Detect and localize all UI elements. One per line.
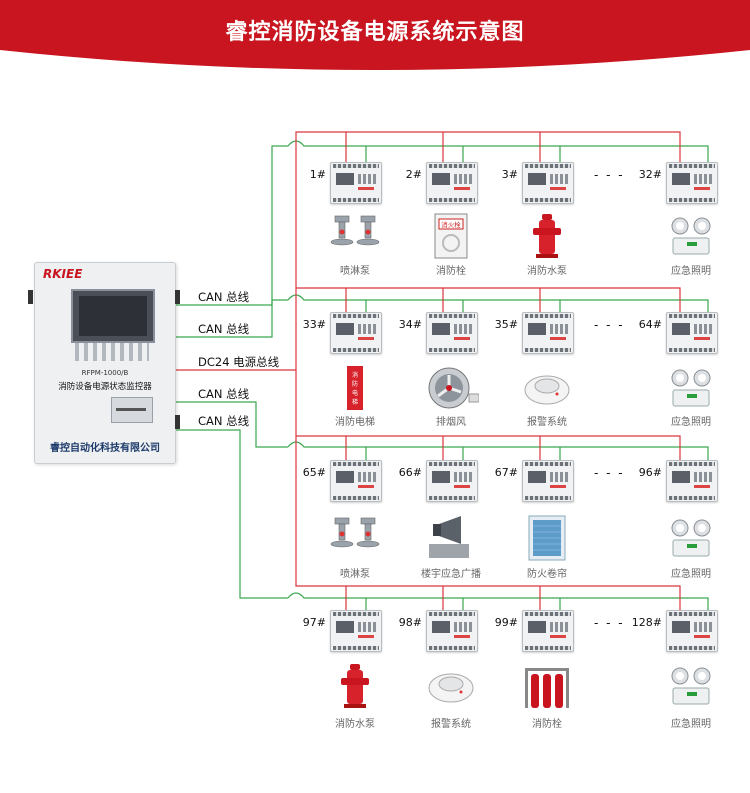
emergency-light-icon xyxy=(663,364,719,416)
module-number: 67# xyxy=(494,466,518,479)
device-label: 报警系统 xyxy=(431,719,471,730)
device-label: 消防电梯 xyxy=(335,417,375,428)
module-number: 3# xyxy=(501,168,518,181)
emergency-light-icon xyxy=(663,662,719,714)
red-hydrant-icon xyxy=(327,662,383,714)
panel-model: RFPM-1000/B xyxy=(81,369,129,377)
module-number: 1# xyxy=(309,168,326,181)
power-module-32 xyxy=(666,162,718,204)
module-number: 128# xyxy=(631,616,662,629)
device-label: 应急照明 xyxy=(671,266,711,277)
ellipsis: - - - xyxy=(594,466,625,480)
power-module-34 xyxy=(426,312,478,354)
broadcast-speaker-icon xyxy=(423,514,479,566)
module-number: 35# xyxy=(494,318,518,331)
power-module-66 xyxy=(426,460,478,502)
device-label: 喷淋泵 xyxy=(340,569,370,580)
device-label: 应急照明 xyxy=(671,417,711,428)
power-module-67 xyxy=(522,460,574,502)
ellipsis: - - - xyxy=(594,318,625,332)
module-number: 32# xyxy=(638,168,662,181)
power-module-2 xyxy=(426,162,478,204)
device-label: 报警系统 xyxy=(527,417,567,428)
svg-text:梯: 梯 xyxy=(352,398,358,406)
module-number: 2# xyxy=(405,168,422,181)
sprinkler-icon xyxy=(327,514,383,566)
device-label: 排烟风 xyxy=(436,417,466,428)
module-number: 96# xyxy=(638,466,662,479)
module-number: 34# xyxy=(398,318,422,331)
device-label: 消防水泵 xyxy=(527,266,567,277)
module-number: 99# xyxy=(494,616,518,629)
emergency-light-icon xyxy=(663,212,719,264)
power-module-33 xyxy=(330,312,382,354)
ellipsis: - - - xyxy=(594,168,625,182)
device-label: 喷淋泵 xyxy=(340,266,370,277)
device-label: 防火卷帘 xyxy=(527,569,567,580)
power-module-99 xyxy=(522,610,574,652)
panel-name: 消防设备电源状态监控器 xyxy=(58,382,152,392)
power-module-64 xyxy=(666,312,718,354)
power-module-98 xyxy=(426,610,478,652)
power-module-96 xyxy=(666,460,718,502)
fire-shutter-icon xyxy=(519,514,575,566)
power-module-3 xyxy=(522,162,574,204)
device-label: 应急照明 xyxy=(671,569,711,580)
power-module-97 xyxy=(330,610,382,652)
fire-elevator-sign-icon: 消防电梯 xyxy=(327,364,383,416)
can-bus-label: CAN 总线 xyxy=(198,322,250,336)
module-number: 97# xyxy=(302,616,326,629)
module-number: 66# xyxy=(398,466,422,479)
svg-text:消火栓: 消火栓 xyxy=(441,220,461,229)
module-number: 98# xyxy=(398,616,422,629)
keypad xyxy=(75,343,149,361)
module-number: 33# xyxy=(302,318,326,331)
device-label: 消防水泵 xyxy=(335,719,375,730)
panel-latch-icon xyxy=(28,290,33,304)
lcd-screen xyxy=(71,289,155,343)
red-hydrant-icon xyxy=(519,212,575,264)
monitor-panel: RKIEE RFPM-1000/B 消防设备电源状态监控器 睿控自动化科技有限公… xyxy=(34,262,176,464)
printer-icon xyxy=(111,397,153,423)
module-number: 64# xyxy=(638,318,662,331)
device-label: 消防栓 xyxy=(532,719,562,730)
device-label: 楼宇应急广播 xyxy=(421,569,481,580)
brand-logo: RKIEE xyxy=(43,267,83,281)
svg-text:防: 防 xyxy=(352,380,358,388)
power-module-35 xyxy=(522,312,574,354)
device-label: 消防栓 xyxy=(436,266,466,277)
can-bus-label: CAN 总线 xyxy=(198,387,250,401)
panel-latch-icon xyxy=(175,290,180,304)
module-number: 65# xyxy=(302,466,326,479)
svg-text:消: 消 xyxy=(352,371,358,379)
title-banner xyxy=(0,0,750,70)
sprinkler-icon xyxy=(327,212,383,264)
fire-hydrant-box-icon: 消火栓 xyxy=(423,212,479,264)
emergency-light-icon xyxy=(663,514,719,566)
power-bus-label: DC24 电源总线 xyxy=(198,355,280,369)
company-name: 睿控自动化科技有限公司 xyxy=(50,443,160,454)
page-title: 睿控消防设备电源系统示意图 xyxy=(225,20,525,45)
power-module-65 xyxy=(330,460,382,502)
smoke-detector-icon xyxy=(423,662,479,714)
panel-latch-icon xyxy=(175,415,180,429)
device-label: 应急照明 xyxy=(671,719,711,730)
svg-text:电: 电 xyxy=(352,389,358,397)
exhaust-fan-icon xyxy=(423,364,480,416)
ellipsis: - - - xyxy=(594,616,625,630)
power-module-128 xyxy=(666,610,718,652)
can-bus-label: CAN 总线 xyxy=(198,414,250,428)
power-module-1 xyxy=(330,162,382,204)
can-bus-label: CAN 总线 xyxy=(198,290,250,304)
gas-cylinders-icon xyxy=(519,662,575,714)
smoke-detector-icon xyxy=(519,364,575,416)
